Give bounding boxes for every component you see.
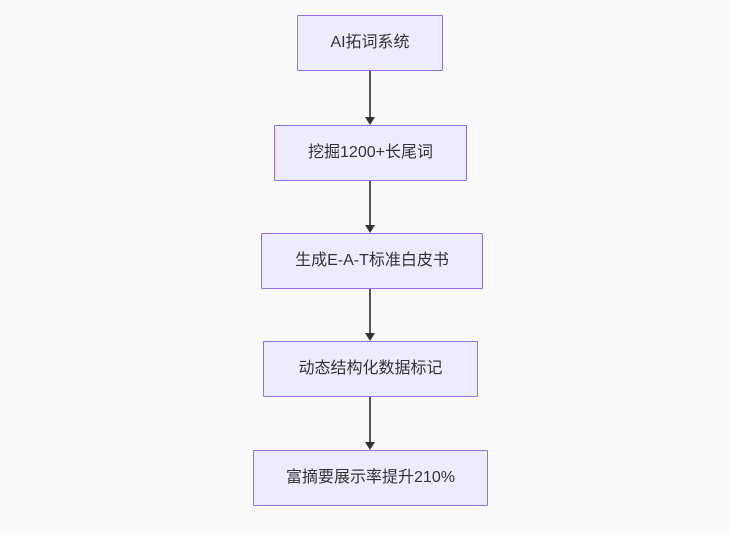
node-label: 富摘要展示率提升210%: [286, 469, 455, 487]
edge-line: [368, 181, 371, 226]
edge-line: [368, 71, 371, 118]
flowchart-edge-3: [364, 289, 375, 341]
arrow-down-icon: [364, 333, 375, 341]
flowchart-edge-4: [364, 397, 375, 450]
flowchart-node-longtail-mining: 挖掘1200+长尾词: [274, 125, 467, 181]
arrow-down-icon: [364, 225, 375, 233]
flowchart-edge-1: [364, 71, 375, 125]
node-label: 动态结构化数据标记: [298, 360, 443, 378]
edge-line: [368, 289, 371, 334]
node-label: AI拓词系统: [330, 34, 410, 52]
flowchart-node-ai-keyword-system: AI拓词系统: [297, 15, 443, 71]
node-label: 生成E-A-T标准白皮书: [295, 252, 449, 270]
flowchart-edge-2: [364, 181, 375, 233]
flowchart-node-eat-whitepaper: 生成E-A-T标准白皮书: [261, 233, 483, 289]
arrow-down-icon: [364, 117, 375, 125]
edge-line: [368, 397, 371, 443]
flowchart-node-rich-snippet-result: 富摘要展示率提升210%: [253, 450, 488, 506]
flowchart-node-structured-data: 动态结构化数据标记: [263, 341, 478, 397]
node-label: 挖掘1200+长尾词: [308, 144, 433, 162]
arrow-down-icon: [364, 442, 375, 450]
